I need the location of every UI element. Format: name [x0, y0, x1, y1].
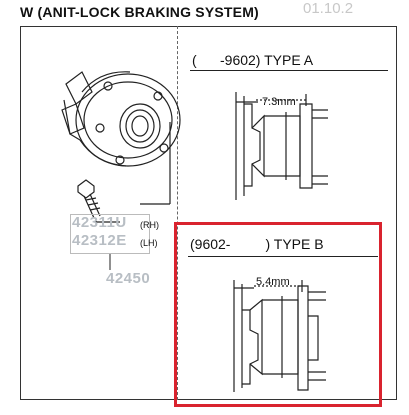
part-number-rh[interactable]: 42311U [72, 214, 127, 231]
part-number-lh[interactable]: 42312E [72, 232, 127, 249]
type-a-label: ( -9602) TYPE A [192, 52, 314, 68]
page-title: W (ANIT-LOCK BRAKING SYSTEM) [20, 4, 259, 20]
type-a-dimension: 7.3mm [262, 96, 296, 108]
diagram-frame [20, 26, 397, 400]
type-b-dimension: 5.4mm [256, 276, 290, 288]
type-b-label: (9602- ) TYPE B [190, 236, 324, 252]
type-b-highlight-box [174, 222, 382, 407]
type-a-underline [190, 70, 388, 71]
type-b-underline [188, 256, 378, 257]
part-side-rh: (RH) [140, 220, 159, 230]
part-side-lh: (LH) [140, 238, 158, 248]
section-divider [177, 26, 178, 400]
part-number-box [70, 214, 150, 254]
date-stamp: 01.10.2 [303, 0, 354, 17]
part-number-assembly[interactable]: 42450 [106, 270, 151, 287]
